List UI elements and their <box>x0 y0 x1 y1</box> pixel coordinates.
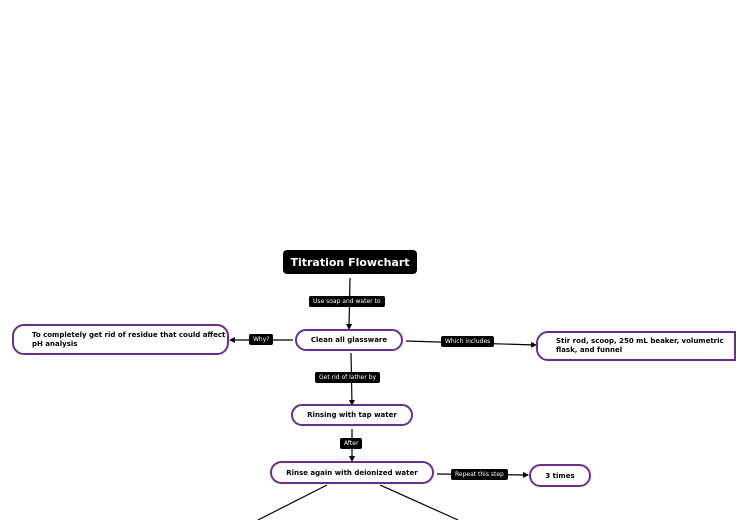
edge-label-use-soap: Use soap and water to <box>309 296 385 307</box>
edge-label-why: Why? <box>249 334 274 345</box>
node-clean-glassware[interactable]: Clean all glassware <box>295 329 403 351</box>
connector-branch-left <box>257 484 328 520</box>
flowchart-title[interactable]: Titration Flowchart <box>283 250 417 274</box>
connector-branch-right <box>379 484 459 520</box>
node-includes-answer[interactable]: Stir rod, scoop, 250 mL beaker, volumetr… <box>536 331 736 361</box>
edge-label-which-includes: Which includes <box>441 336 495 347</box>
node-rinse-tap-water[interactable]: Rinsing with tap water <box>291 404 413 426</box>
node-why-answer[interactable]: To completely get rid of residue that co… <box>12 324 229 355</box>
edge-label-get-rid-lather: Get rid of lather by <box>315 372 381 383</box>
node-rinse-deionized-water[interactable]: Rinse again with deionized water <box>270 461 434 484</box>
node-repeat-count[interactable]: 3 times <box>529 464 591 487</box>
edge-label-repeat: Repeat this step <box>451 469 508 480</box>
edge-label-after: After <box>340 438 363 449</box>
flowchart-canvas: Titration Flowchart Use soap and water t… <box>12 250 736 520</box>
